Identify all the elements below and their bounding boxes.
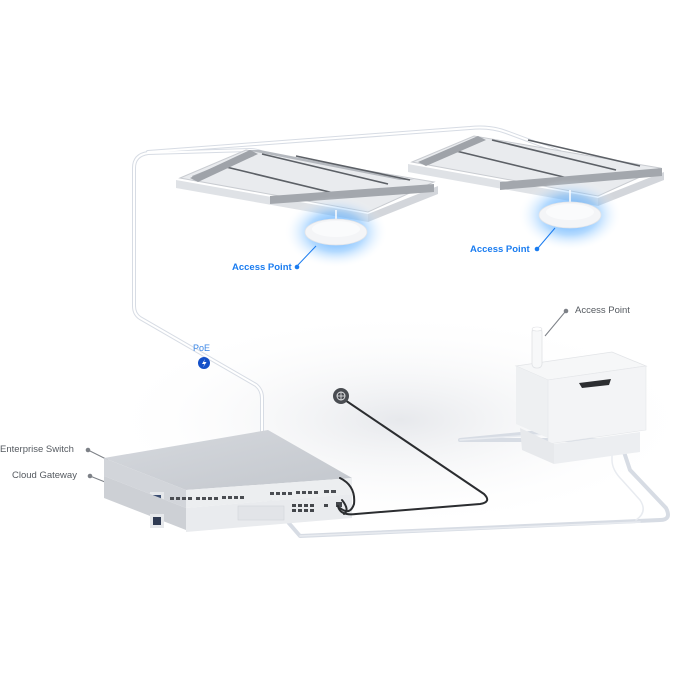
label-poe: PoE (193, 343, 211, 353)
internet-badge[interactable] (333, 388, 349, 404)
poe-badge[interactable] (198, 357, 210, 369)
lightning-icon (202, 359, 207, 368)
ceiling-access-point-1[interactable] (284, 196, 388, 268)
label-cloud-gateway: Cloud Gateway (12, 470, 77, 481)
leader-lines (85, 227, 569, 485)
wan-cable (337, 397, 489, 516)
ceiling-access-point-2[interactable] (518, 179, 622, 251)
cloud-gateway[interactable] (104, 476, 352, 532)
label-enterprise-switch: Enterprise Switch (0, 444, 74, 455)
standalone-access-point[interactable] (531, 326, 543, 369)
enterprise-switch[interactable] (104, 430, 352, 508)
label-access-point-2: Access Point (470, 244, 530, 255)
label-access-point-3: Access Point (575, 305, 630, 316)
cabinet (514, 351, 648, 464)
label-access-point-1: Access Point (232, 262, 292, 273)
